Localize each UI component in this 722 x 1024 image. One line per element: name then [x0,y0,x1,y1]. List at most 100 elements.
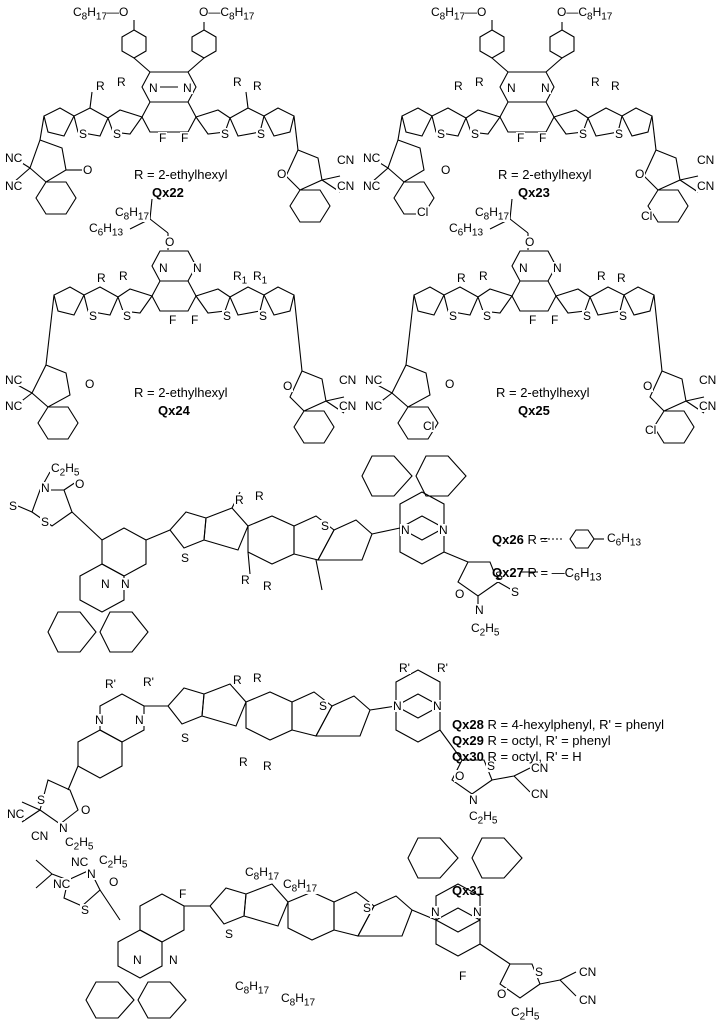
qx24-structure [13,198,345,444]
qx31-nc-top: NC [70,855,90,869]
qx28-s-idt-2: S [318,699,329,713]
qx26-r-4: R [262,579,273,593]
qx31-cn-right-1: CN [578,965,598,979]
qx24-cn-2: CN [338,399,358,413]
qx23-c8h17-o-left: C8H17—O [430,5,488,23]
qx28-n-left-1: N [94,713,105,727]
qx28-s-idt-1: S [180,731,191,745]
qx23-r-label-4: R [610,79,621,93]
qx31-nc-2: NC [52,877,72,891]
qx26-n-rhod-left: N [40,481,51,495]
qx28-r-4: R [262,759,273,773]
qx24-r-1: R [96,271,107,285]
qx23-cl-right: Cl [640,209,654,223]
qx25-s-4: S [618,309,629,323]
qx26-n-qx-right-2: N [438,523,449,537]
qx22-n-right: N [182,81,193,95]
qx23-s-3: S [578,127,589,141]
qx25-r-4: R [616,271,627,285]
qx22-cn-1: CN [336,153,356,167]
qx22-r-definition: R = 2-ethylhexyl [134,167,228,182]
qx24-s-2: S [122,309,133,323]
qx28-rprime-left-1: R' [104,677,117,691]
qx26-phenyl-substituent [520,529,604,573]
qx24-cn-1: CN [338,373,358,387]
qx24-o: O [164,235,176,249]
qx25-cn-1: CN [698,373,718,387]
qx23-compound-id: Qx23 [518,185,550,200]
qx28-r-1: R [232,673,243,687]
qx25-f-right: F [550,313,560,327]
qx23-o-left: O [440,163,452,177]
qx26-c2h5-right: C2H5 [470,621,501,639]
qx31-c2h5: C2H5 [98,853,129,871]
qx24-o-left: O [84,377,96,391]
qx26-n-qx-right-1: N [400,523,411,537]
qx26-s-thione-left: S [8,499,19,513]
qx23-n-left: N [506,81,517,95]
qx22-s-1: S [78,127,89,141]
qx26-qx27-structure [17,455,513,653]
qx23-s-2: S [470,127,481,141]
qx23-r-label-3: R [590,75,601,89]
qx28-cn-right-2: CN [530,787,550,801]
qx25-o: O [524,235,536,249]
qx26-s-idt-2: S [320,519,331,533]
qx24-nc-2: NC [4,399,24,413]
qx26-o-rhod-right: O [454,587,466,601]
qx23-o-c8h17-right: O—C8H17 [556,5,614,23]
qx28-n-rhod-left: N [58,821,69,835]
qx31-n-right-1: N [430,905,441,919]
qx31-o-left: O [108,875,120,889]
qx29-r-definition: R = octyl, R' = phenyl [487,733,611,748]
qx30-compound-id: Qx30 [452,749,484,764]
qx22-structure [13,20,341,223]
qx26-c6h13-substituent: C6H13 [606,531,643,549]
qx22-s-4: S [256,127,267,141]
qx31-n-rhod-left: N [86,867,97,881]
qx31-c2h5-right: C2H5 [510,1005,541,1023]
qx25-cl-left: Cl [422,419,436,433]
qx28-rprime-left-2: R' [142,675,155,689]
qx26-r-3: R [240,573,251,587]
qx25-s-3: S [582,309,593,323]
qx28-o-right: O [454,769,466,783]
qx26-s-ring-right: S [494,569,505,583]
qx24-n-left: N [158,261,169,275]
qx31-n-right-2: N [472,905,483,919]
qx28-nc-left: NC [6,807,26,821]
qx23-f-left: F [516,131,526,145]
qx23-structure [371,20,699,223]
qx24-r1-1: R1 [232,269,249,287]
qx29-legend-row: Qx29 R = octyl, R' = phenyl [452,734,611,747]
qx31-c8h17-top-2: C8H17 [282,877,319,895]
qx30-legend-row: Qx30 R = octyl, R' = H [452,750,582,763]
qx26-compound-id: Qx26 [492,532,524,547]
qx31-c8h17-bottom-1: C8H17 [234,979,271,997]
qx22-o-c8h17-right: O—C8H17 [198,5,256,23]
qx24-n-right: N [192,261,203,275]
qx23-s-1: S [436,127,447,141]
qx25-r-2: R [478,269,489,283]
qx31-c8h17-top-1: C8H17 [244,865,281,883]
qx28-s-left: S [36,793,47,807]
qx25-o-left: O [444,377,456,391]
qx31-c8h17-bottom-2: C8H17 [280,991,317,1009]
qx25-nc-1: NC [364,373,384,387]
qx26-r-definition: R = [527,532,549,547]
qx31-f-left: F [178,887,188,901]
qx25-nc-2: NC [364,399,384,413]
qx24-f-left: F [168,313,178,327]
qx24-s-1: S [88,309,99,323]
qx31-s-left: S [80,903,91,917]
qx27-compound-id: Qx27 [492,565,524,580]
qx22-r-label: R [95,79,106,93]
qx31-o-right: O [496,987,508,1001]
qx24-r1-2: R1 [252,269,269,287]
qx26-c2h5: C2H5 [50,461,81,479]
qx23-s-4: S [614,127,625,141]
qx29-compound-id: Qx29 [452,733,484,748]
qx25-n-right: N [552,261,563,275]
qx28-30-structure [21,669,531,825]
